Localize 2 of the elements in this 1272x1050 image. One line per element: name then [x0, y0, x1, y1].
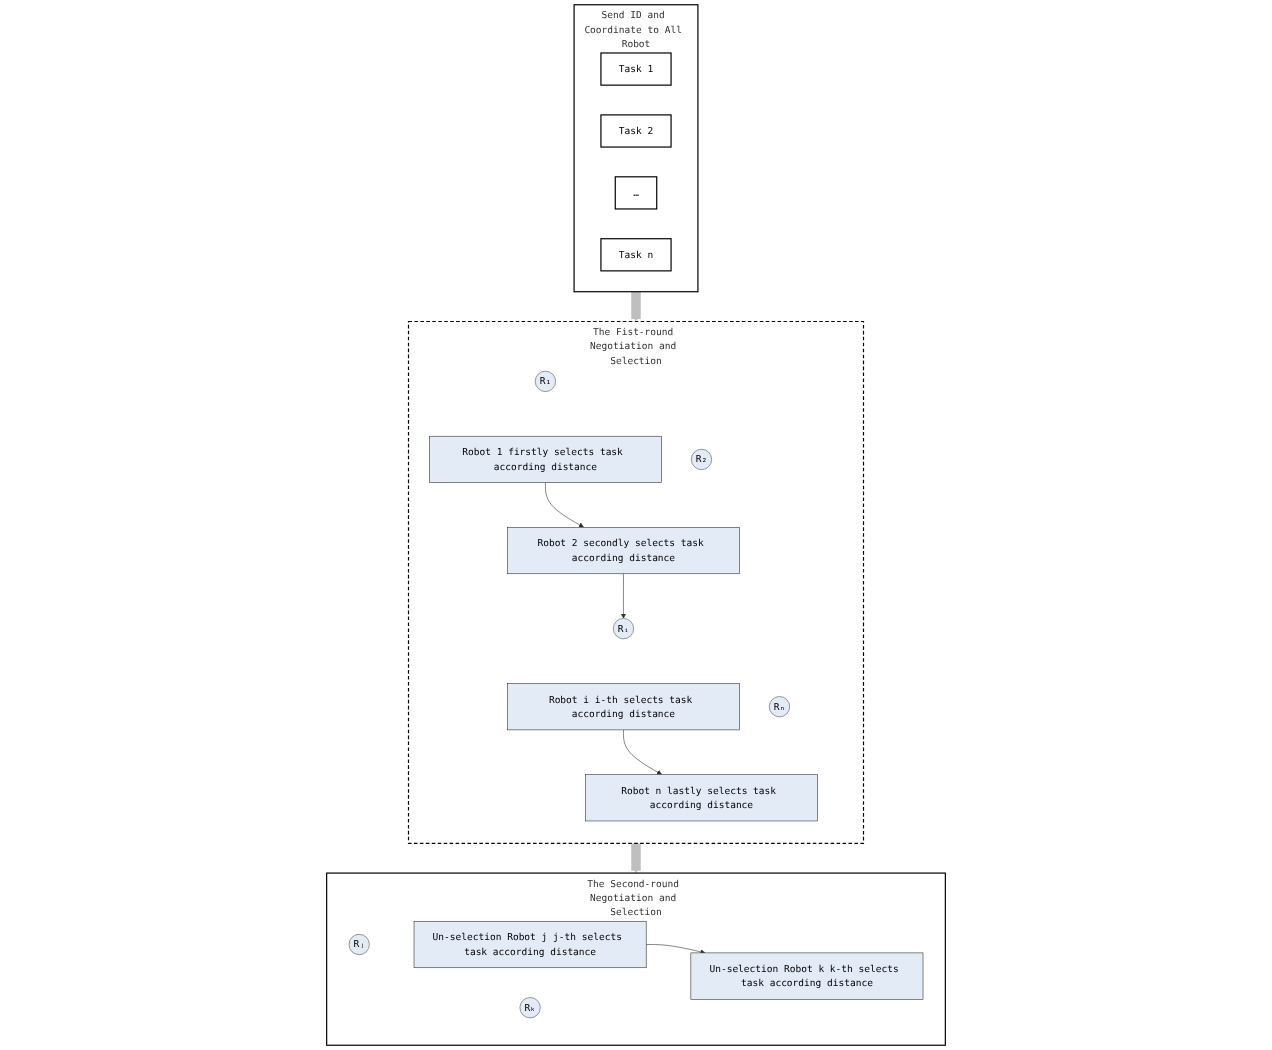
arrow — [631, 841, 641, 874]
arrow — [631, 289, 641, 322]
